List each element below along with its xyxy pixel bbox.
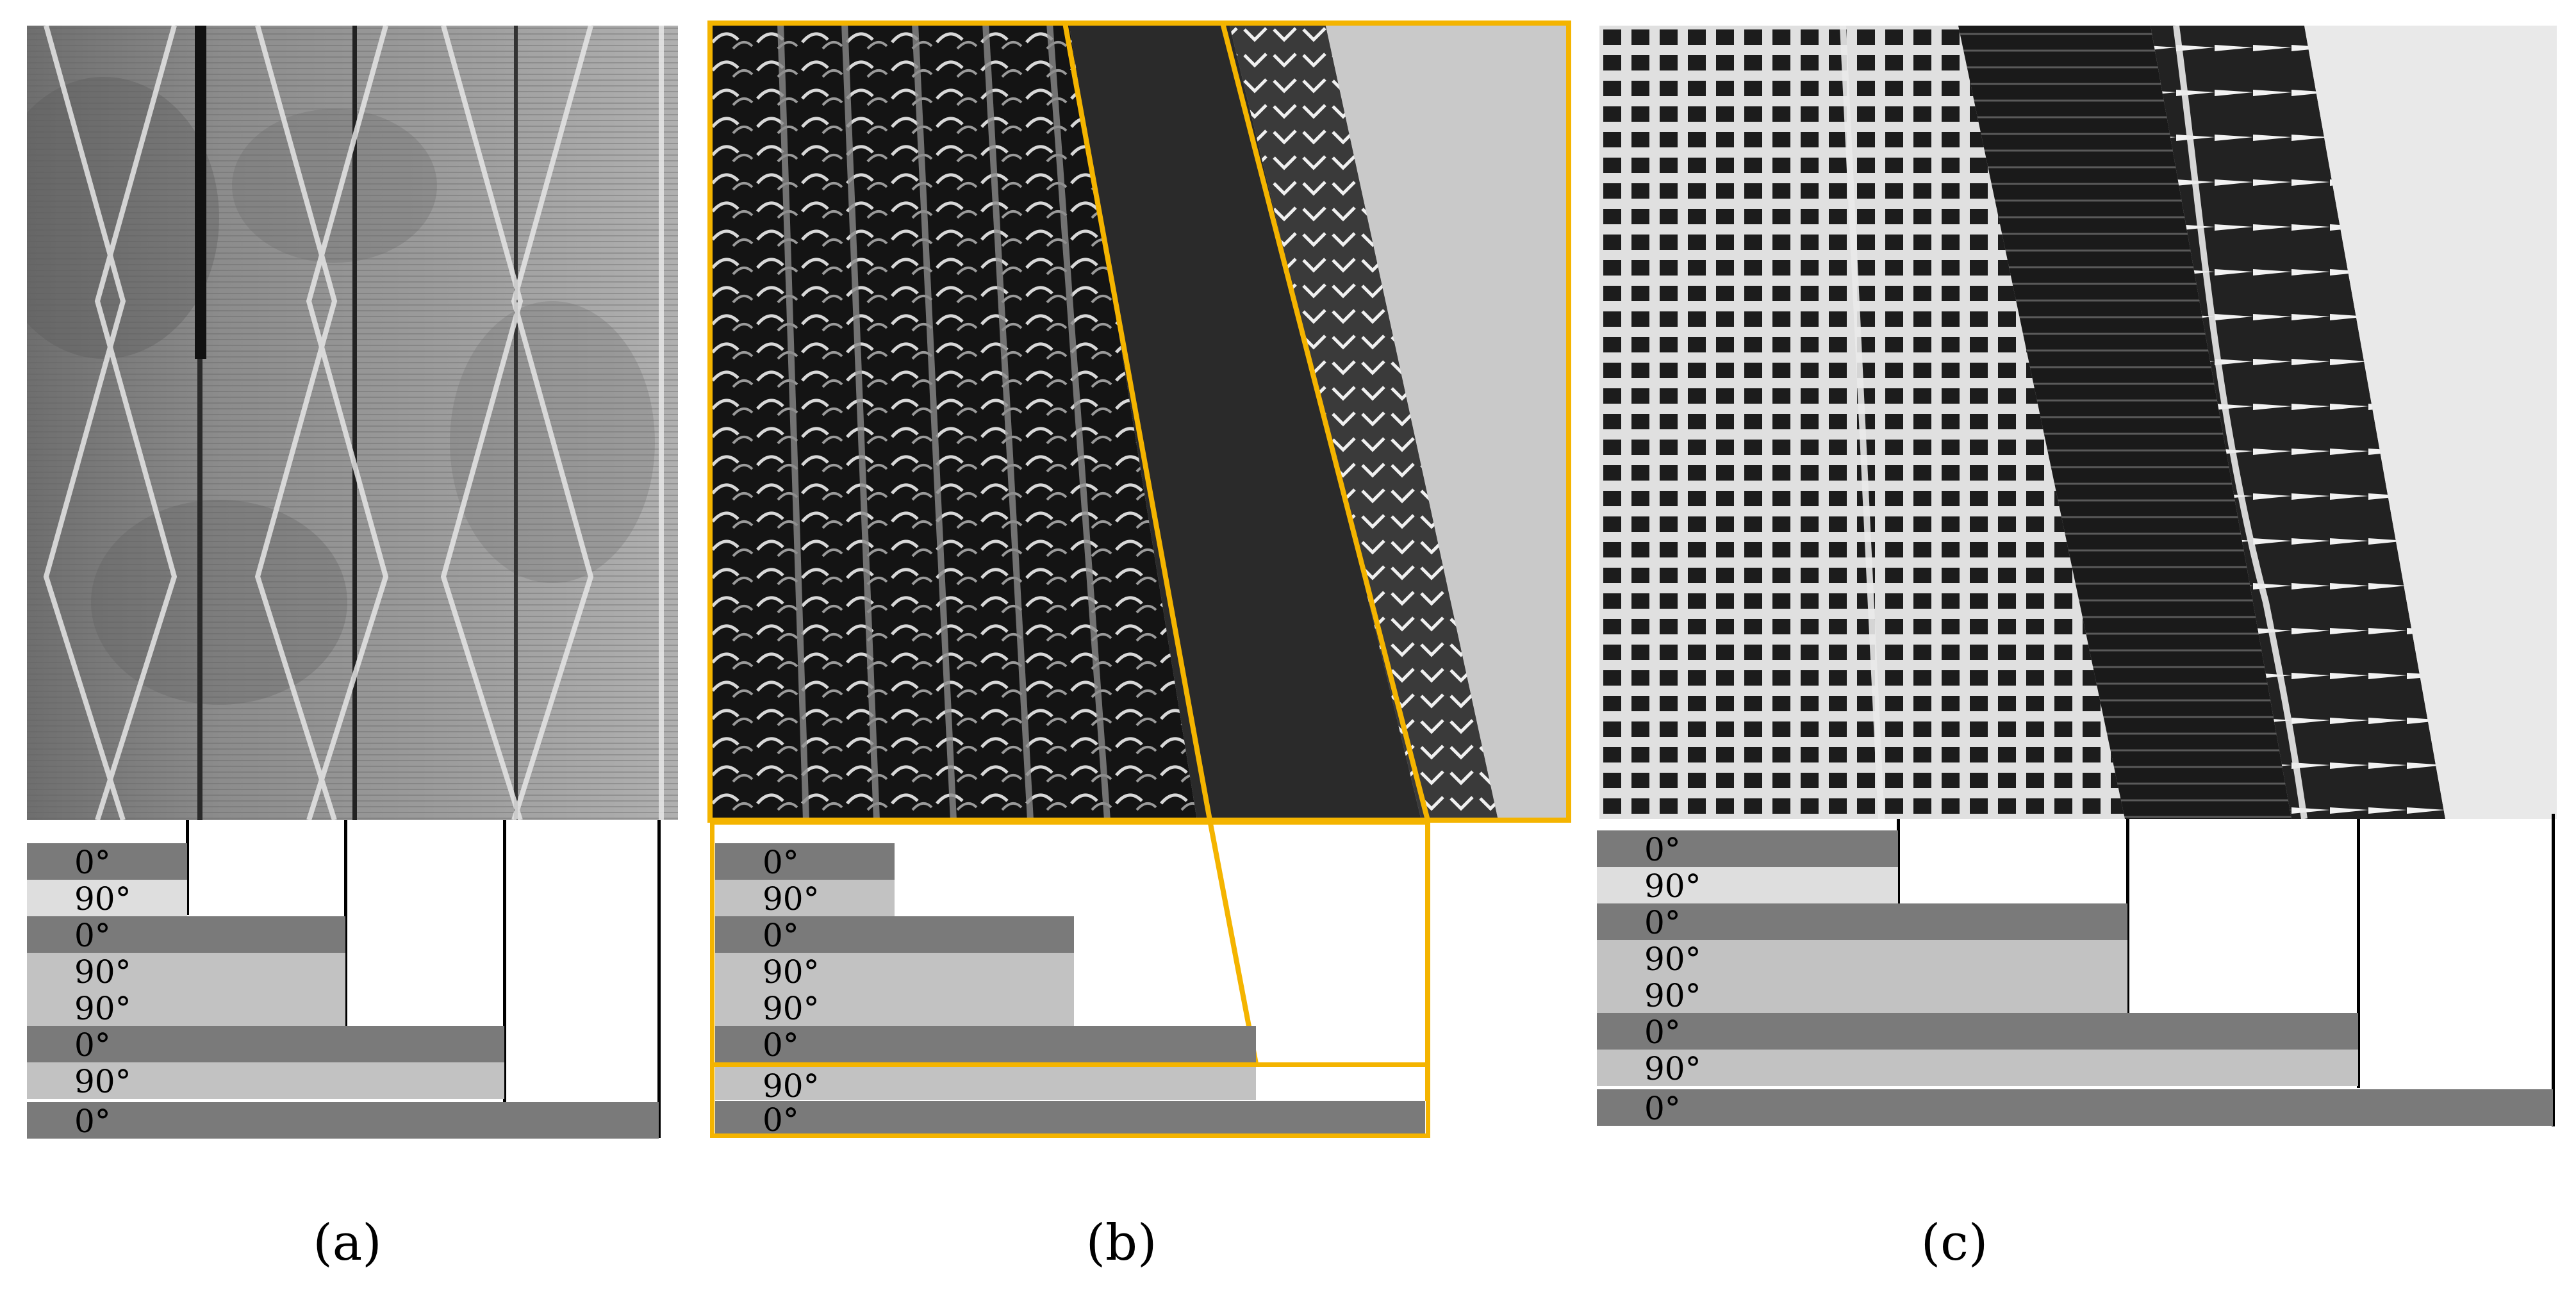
layer-label: 90° xyxy=(74,953,131,991)
layer-90deg: 90° xyxy=(27,880,187,916)
layer-90deg: 90° xyxy=(715,989,1074,1026)
layer-label: 0° xyxy=(74,844,111,881)
panel-c-photo xyxy=(1599,26,2557,819)
layer-0deg: 0° xyxy=(1597,830,1898,867)
step-line xyxy=(2357,819,2360,1088)
layer-90deg: 90° xyxy=(1597,1050,2358,1086)
layer-90deg: 90° xyxy=(27,953,345,989)
layer-90deg: 90° xyxy=(27,1062,504,1099)
layer-label: 90° xyxy=(1644,868,1701,905)
layer-label: 90° xyxy=(74,880,131,918)
layer-label: 90° xyxy=(74,1063,131,1100)
layer-label: 0° xyxy=(763,1026,799,1064)
layer-0deg: 0° xyxy=(1597,903,2127,940)
layer-label: 0° xyxy=(1644,831,1681,868)
layer-0deg: 0° xyxy=(27,1102,659,1139)
panel-caption: (c) xyxy=(1920,1214,1988,1272)
layer-label: 0° xyxy=(763,844,799,881)
layer-label: 0° xyxy=(1644,904,1681,941)
layer-label: 0° xyxy=(1644,1014,1681,1051)
layer-label: 90° xyxy=(1644,977,1701,1014)
layer-0deg: 0° xyxy=(27,916,345,953)
layer-0deg: 0° xyxy=(1597,1013,2358,1050)
step-line xyxy=(344,820,347,1030)
layer-label: 90° xyxy=(1644,1050,1701,1087)
layer-90deg: 90° xyxy=(1597,867,1898,903)
step-line xyxy=(2552,814,2555,1126)
layer-label: 90° xyxy=(74,990,131,1027)
layer-label: 0° xyxy=(74,1103,111,1140)
highlight-bottom-layers xyxy=(710,1062,1430,1138)
layer-0deg: 0° xyxy=(27,843,187,880)
layer-label: 90° xyxy=(1644,941,1701,978)
layer-label: 90° xyxy=(763,880,820,918)
layer-label: 90° xyxy=(763,953,820,991)
layer-90deg: 90° xyxy=(1597,976,2127,1013)
step-line xyxy=(2126,819,2129,1018)
layer-label: 0° xyxy=(74,1026,111,1064)
layer-90deg: 90° xyxy=(715,1067,1256,1105)
layer-0deg: 0° xyxy=(715,916,1074,953)
layer-label: 90° xyxy=(763,1067,820,1105)
layer-label: 0° xyxy=(74,917,111,954)
layer-0deg: 0° xyxy=(715,843,895,880)
panel-a-photo xyxy=(27,26,678,820)
layer-90deg: 90° xyxy=(27,989,345,1026)
layer-label: 0° xyxy=(763,917,799,954)
layer-0deg: 0° xyxy=(1597,1089,2553,1126)
layer-0deg: 0° xyxy=(715,1101,1425,1137)
layer-label: 0° xyxy=(1644,1090,1681,1127)
layer-label: 90° xyxy=(763,990,820,1027)
layer-90deg: 90° xyxy=(715,953,1074,989)
step-line xyxy=(657,820,661,1138)
layer-0deg: 0° xyxy=(715,1026,1256,1062)
layer-90deg: 90° xyxy=(715,880,895,916)
layer-0deg: 0° xyxy=(27,1026,504,1062)
layer-90deg: 90° xyxy=(1597,940,2127,976)
panel-b-photo xyxy=(710,23,1569,820)
step-line xyxy=(1897,819,1900,903)
panel-caption: (b) xyxy=(1086,1214,1157,1272)
step-line xyxy=(503,820,506,1102)
layer-label: 0° xyxy=(763,1101,799,1139)
panel-caption: (a) xyxy=(313,1214,382,1272)
step-line xyxy=(186,820,189,915)
